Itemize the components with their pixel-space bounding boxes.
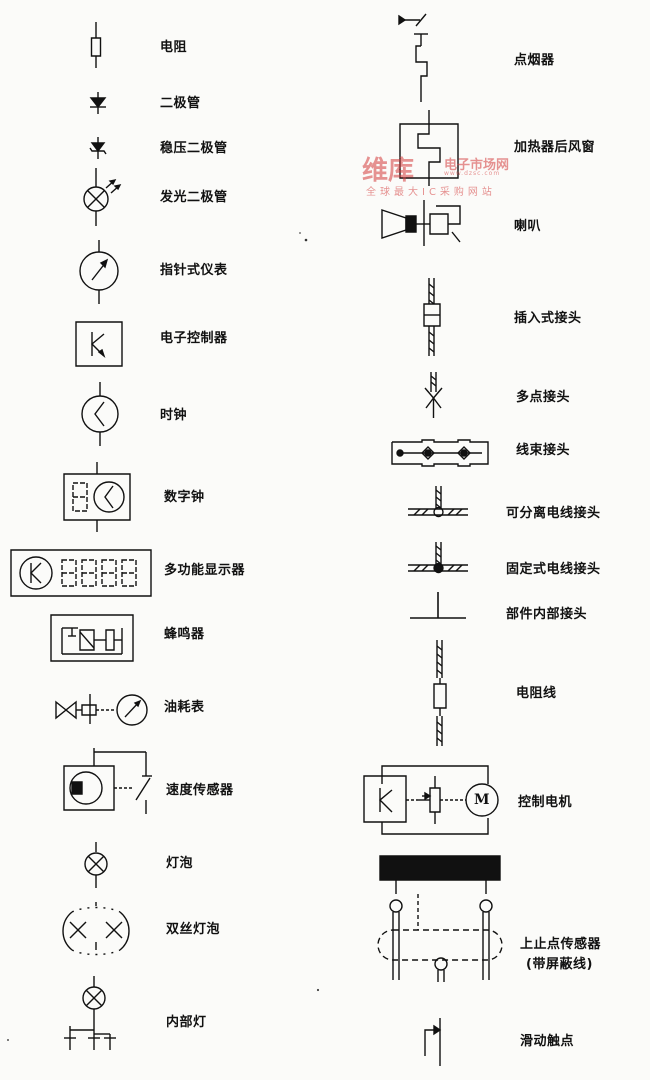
tdc-sensor-icon <box>374 854 514 984</box>
label-resistance-wire: 电阻线 <box>516 686 557 701</box>
label-detachable-wire-joint: 可分离电线接头 <box>506 506 601 521</box>
label-clock: 时钟 <box>160 408 188 423</box>
label-speed-sensor: 速度传感器 <box>166 783 234 798</box>
watermark-slogan: 全球最大IC采购网站 <box>366 187 496 198</box>
label-interior-lamp: 内部灯 <box>166 1015 207 1030</box>
speed-sensor-icon <box>62 748 162 818</box>
label-led: 发光二极管 <box>160 190 228 205</box>
label-tdc-sensor-note: (带屏蔽线) <box>526 957 593 972</box>
label-bulb: 灯泡 <box>166 856 194 871</box>
label-dual-filament-bulb: 双丝灯泡 <box>166 922 221 937</box>
dual-filament-bulb-icon <box>60 902 132 960</box>
cigarette-lighter-icon <box>396 4 446 102</box>
harness-connector-icon <box>390 438 490 468</box>
label-digital-clock: 数字钟 <box>164 490 205 505</box>
plug-in-connector-icon <box>414 278 450 356</box>
horn-icon <box>380 196 466 252</box>
electronic-controller-icon <box>74 320 124 368</box>
rear-window-heater-icon <box>396 110 462 186</box>
watermark: 维库 电子市场网 www.dzsc.com 全球最大IC采购网站 <box>362 150 552 198</box>
label-electronic-controller: 电子控制器 <box>160 331 228 346</box>
label-diode: 二极管 <box>160 96 201 111</box>
watermark-logo: 维库 <box>362 156 415 186</box>
resistance-wire-icon <box>424 640 460 746</box>
label-internal-joint: 部件内部接头 <box>506 607 588 622</box>
multifunction-display-icon <box>10 549 152 597</box>
label-fuel-consumption-gauge: 油耗表 <box>164 700 205 715</box>
clock-icon <box>78 382 122 446</box>
internal-joint-icon <box>408 592 468 624</box>
label-rear-window-heater: 加热器后风窗 <box>514 140 596 155</box>
digital-clock-icon <box>62 462 132 532</box>
label-harness-connector: 线束接头 <box>516 443 571 458</box>
label-fixed-wire-joint: 固定式电线接头 <box>506 562 601 577</box>
watermark-site: 电子市场网 <box>444 158 510 173</box>
zener-diode-icon <box>82 137 114 159</box>
label-horn: 喇叭 <box>514 219 542 234</box>
label-sliding-contact: 滑动触点 <box>520 1034 575 1049</box>
control-motor-icon <box>362 760 502 842</box>
label-multipoint-connector: 多点接头 <box>516 390 571 405</box>
watermark-domain: www.dzsc.com <box>444 170 501 177</box>
fixed-wire-joint-icon <box>406 542 470 578</box>
diode-icon <box>80 92 116 114</box>
label-buzzer: 蜂鸣器 <box>164 627 205 642</box>
label-needle-gauge: 指针式仪表 <box>160 263 228 278</box>
bulb-icon <box>76 842 116 888</box>
led-icon <box>76 168 136 226</box>
label-control-motor: 控制电机 <box>518 795 573 810</box>
label-plug-in-connector: 插入式接头 <box>514 311 582 326</box>
motor-letter: M <box>474 792 490 808</box>
resistor-icon <box>76 20 116 70</box>
sliding-contact-icon <box>420 1010 450 1066</box>
fuel-consumption-gauge-icon <box>52 686 152 732</box>
label-zener-diode: 稳压二极管 <box>160 141 228 156</box>
label-cigarette-lighter: 点烟器 <box>514 53 555 68</box>
label-resistor: 电阻 <box>160 40 188 55</box>
label-tdc-sensor: 上止点传感器 <box>520 937 602 952</box>
detachable-wire-joint-icon <box>406 486 470 522</box>
multipoint-connector-icon <box>422 372 446 418</box>
needle-gauge-icon <box>74 240 124 304</box>
label-multifunction-display: 多功能显示器 <box>164 563 246 578</box>
buzzer-icon <box>50 614 134 662</box>
interior-lamp-icon <box>62 976 122 1062</box>
